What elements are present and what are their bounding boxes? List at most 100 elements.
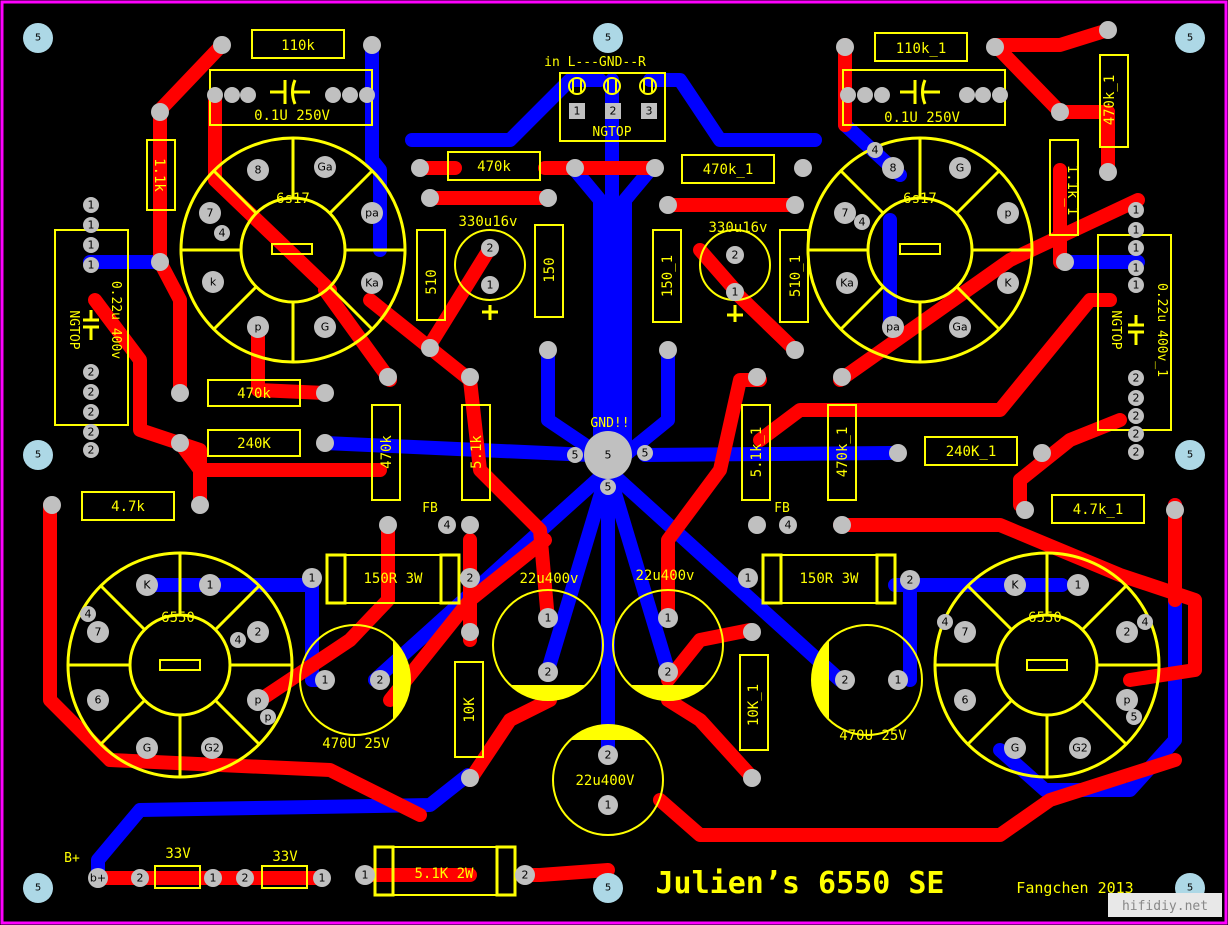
pad: 1 [313,869,331,887]
pad: G [136,737,158,759]
pad: 1 [315,670,335,690]
pad: 2 [598,745,618,765]
svg-text:3: 3 [646,105,653,118]
pad: 1 [83,217,99,233]
label-ground: GND!! [590,416,629,431]
pad: pa [882,316,904,338]
svg-text:2: 2 [88,366,95,379]
pad: 2 [835,670,855,690]
svg-text:4: 4 [219,227,226,240]
label-r470k-1-top: 470k_1 [703,162,754,178]
pad: 2 [538,662,558,682]
label-c01-right: 0.1U 250V [884,110,960,126]
label-r470k-1-right: 470k_1 [1102,75,1118,126]
pad: 5 [637,445,653,461]
pad: 5 [1126,709,1142,725]
svg-text:2: 2 [88,386,95,399]
svg-text:2: 2 [1133,428,1140,441]
svg-text:1: 1 [487,279,494,292]
label-r4-7k: 4.7k [111,499,145,515]
svg-text:p: p [265,711,272,724]
svg-text:2: 2 [255,626,262,639]
svg-text:5: 5 [1131,711,1138,724]
svg-text:1: 1 [88,239,95,252]
label-c22u-bottom: 22u400V [575,773,635,789]
pad: 1 [1128,260,1144,276]
svg-text:1: 1 [574,105,581,118]
pad: 4 [80,606,96,622]
pad: 2 [83,424,99,440]
svg-text:p: p [255,321,262,334]
pad: b+ [88,868,108,888]
svg-text:2: 2 [487,242,494,255]
pad: 2 [900,570,920,590]
pad: Ga [949,316,971,338]
pad: 3 [641,103,657,119]
label-tube-right-driver: 6s17 [903,191,937,207]
label-c22u-right: 22u400v [635,568,694,584]
pad: 1 [658,608,678,628]
svg-text:1: 1 [732,286,739,299]
pad: p [260,709,276,725]
pad: 5 [567,447,583,463]
watermark-box [1108,893,1222,917]
label-r1-1k: 1.1k [151,158,167,192]
pad: 1 [481,276,499,294]
svg-text:1: 1 [1075,579,1082,592]
pad: 2 [1116,621,1138,643]
pad: G2 [201,737,223,759]
svg-text:2: 2 [732,249,739,262]
pad: 4 [854,214,870,230]
svg-text:1: 1 [1133,262,1140,275]
label-tube-left-driver: 6s17 [276,191,310,207]
svg-text:2: 2 [88,444,95,457]
label-r150: 150 [542,257,558,282]
pad: 1 [538,608,558,628]
label-r150-1: 150_1 [660,255,676,297]
label-r110k-1: 110k_1 [896,41,947,57]
svg-text:4: 4 [235,634,242,647]
pad: K [997,272,1019,294]
pad: p [247,689,269,711]
svg-text:1: 1 [322,674,329,687]
label-ngtop-left: NGTOP [66,310,81,349]
label-r10k: 10K [462,697,478,723]
board-author: Fangchen 2013 [1016,879,1133,897]
pad: 2 [481,239,499,257]
svg-text:7: 7 [962,626,969,639]
pad: 1 [569,103,585,119]
pad: Ka [361,272,383,294]
svg-text:2: 2 [1133,410,1140,423]
pad: 2 [658,662,678,682]
pad: 2 [515,865,535,885]
pad: 1 [83,257,99,273]
svg-text:1: 1 [745,572,752,585]
svg-text:Ga: Ga [317,161,332,174]
mounting-hole: 5 [593,23,623,53]
svg-text:2: 2 [377,674,384,687]
pad: 2 [83,384,99,400]
svg-text:1: 1 [207,579,214,592]
board-title: Julien’s 6550 SE [656,866,945,901]
svg-text:7: 7 [207,207,214,220]
pad: pa [361,202,383,224]
pad: 7 [199,202,221,224]
input-connector-terminals [568,77,657,95]
svg-text:1: 1 [1133,242,1140,255]
label-tube-left-output: 6550 [161,610,195,626]
pad: 2 [605,103,621,119]
label-r150r-right: 150R 3W [799,571,859,587]
pad: G [949,157,971,179]
svg-text:5: 5 [1187,450,1193,461]
label-c022-right: 0.22u 400v_1 [1154,283,1169,377]
watermark: hifidiy.net [1122,899,1208,914]
label-zener-a: 33V [165,846,191,862]
pad: p [1116,689,1138,711]
svg-text:6: 6 [95,694,102,707]
svg-text:2: 2 [137,872,144,885]
svg-text:4: 4 [1142,616,1149,629]
pad: 7 [834,202,856,224]
label-r470k-1-vert: 470k_1 [835,427,851,478]
